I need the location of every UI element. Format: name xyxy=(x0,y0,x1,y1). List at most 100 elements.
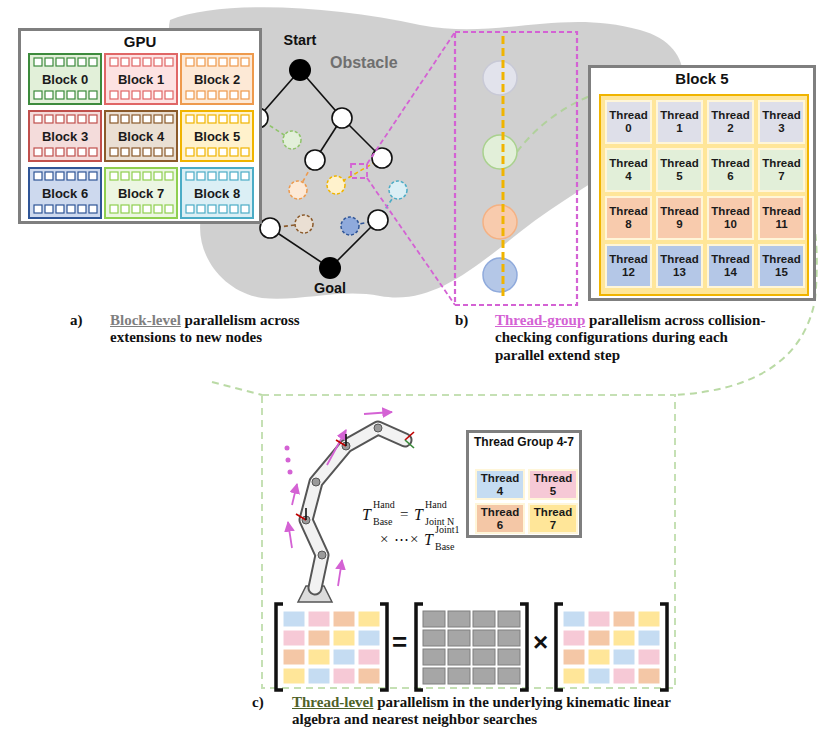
thread-square xyxy=(45,205,53,213)
thread-square xyxy=(208,148,216,156)
thread-square xyxy=(208,91,216,99)
thread-square xyxy=(67,91,75,99)
thread-square xyxy=(78,205,86,213)
zoom-connector xyxy=(212,382,262,395)
matrix-grid xyxy=(498,668,520,684)
cell-label: Thread 2 xyxy=(709,109,752,134)
robot-arm xyxy=(374,424,382,432)
thread-square xyxy=(186,205,194,213)
thread-square xyxy=(154,91,162,99)
gpu-block: Block 4 xyxy=(104,110,178,162)
search-tree xyxy=(258,70,382,268)
thread-cell: Thread 4 xyxy=(605,148,652,192)
thread-square xyxy=(241,91,249,99)
thread-cell: Thread 0 xyxy=(605,100,652,144)
caption-term: Block-level xyxy=(110,312,181,328)
thread-square xyxy=(132,148,140,156)
search-tree xyxy=(248,108,392,238)
robot-arm xyxy=(285,412,415,602)
matrix-grid xyxy=(588,649,610,665)
matrix-grid xyxy=(473,668,495,684)
thread-cell: Thread 10 xyxy=(707,196,754,240)
search-tree xyxy=(327,176,345,194)
matrix-grid xyxy=(556,604,563,690)
thread-cell: Thread 6 xyxy=(475,503,525,534)
matrix-grid xyxy=(448,649,470,665)
robot-arm xyxy=(285,446,293,475)
matrix-grid xyxy=(588,630,610,646)
node-label: Start xyxy=(272,32,328,48)
matrix-grid xyxy=(423,649,445,665)
equation-term: Hand xyxy=(373,499,395,510)
thread-square xyxy=(230,205,238,213)
matrix-grid xyxy=(333,630,355,646)
robot-arm xyxy=(285,446,290,451)
search-tree xyxy=(295,215,313,233)
robot-arm xyxy=(327,430,346,465)
cell-label: Thread 7 xyxy=(760,157,803,182)
cell-label: Thread 3 xyxy=(760,109,803,134)
cell-label: Thread 4 xyxy=(477,472,523,497)
cell-label: Thread 15 xyxy=(760,253,803,278)
start-node: Start xyxy=(272,32,328,82)
thread-cell: Thread 2 xyxy=(707,100,754,144)
cell-label: Thread 9 xyxy=(658,205,701,230)
thread-square xyxy=(165,148,173,156)
caption: c)Thread-levelparallelism in the underly… xyxy=(252,694,682,729)
matrix-grid xyxy=(358,668,380,684)
thread-square xyxy=(241,172,249,180)
node-label: Goal xyxy=(302,280,358,296)
thread-square xyxy=(121,205,129,213)
thread-cell: Thread 15 xyxy=(758,244,805,288)
equation-term: Base xyxy=(373,516,392,527)
thread-square xyxy=(219,172,227,180)
gpu-block: Block 5 xyxy=(180,110,254,162)
thread-square xyxy=(165,91,173,99)
robot-arm xyxy=(312,478,320,486)
matrix-grid xyxy=(423,611,445,627)
robot-arm xyxy=(306,428,405,588)
zoom-frame xyxy=(455,32,577,305)
thread-square xyxy=(45,58,53,66)
panel-title: Thread Group 4-7 xyxy=(469,436,579,449)
matrix-grid xyxy=(416,604,423,690)
caption-marker: b) xyxy=(455,312,468,329)
matrix-grid xyxy=(358,611,380,627)
cell-label: Thread 5 xyxy=(658,157,701,182)
cell-label: Block 0 xyxy=(42,72,88,87)
thread-square xyxy=(132,58,140,66)
panel-title: Block 5 xyxy=(591,70,813,87)
equation-term: Base xyxy=(435,541,454,552)
search-tree xyxy=(305,150,325,170)
thread-square xyxy=(241,58,249,66)
cell-label: Block 1 xyxy=(118,72,164,87)
thread-square xyxy=(110,115,118,123)
thread-square xyxy=(110,91,118,99)
matrix-grid xyxy=(283,668,305,684)
thread-square xyxy=(197,58,205,66)
matrix-grid xyxy=(498,630,520,646)
thread-square xyxy=(241,115,249,123)
thread-square xyxy=(143,205,151,213)
zoom-frame xyxy=(351,164,367,178)
zoom-frame xyxy=(351,32,577,305)
zoomed-configurations xyxy=(483,135,517,169)
robot-arm xyxy=(306,428,405,588)
robot-arm xyxy=(345,434,347,446)
zoom-connector xyxy=(212,81,817,395)
search-tree xyxy=(283,131,301,149)
gpu-block: Block 2 xyxy=(180,53,254,105)
matrix-operator: × xyxy=(533,628,548,657)
thread-square xyxy=(67,58,75,66)
goal-node: Goal xyxy=(302,257,358,303)
thread-square xyxy=(67,172,75,180)
thread-square xyxy=(230,148,238,156)
robot-arm xyxy=(286,458,291,463)
cell-label: Thread 11 xyxy=(760,205,803,230)
matrix-grid xyxy=(276,604,667,690)
matrix-grid xyxy=(473,611,495,627)
thread-square xyxy=(110,172,118,180)
equation-term: × xyxy=(410,531,418,548)
thread-square xyxy=(121,91,129,99)
robot-arm xyxy=(288,470,293,475)
